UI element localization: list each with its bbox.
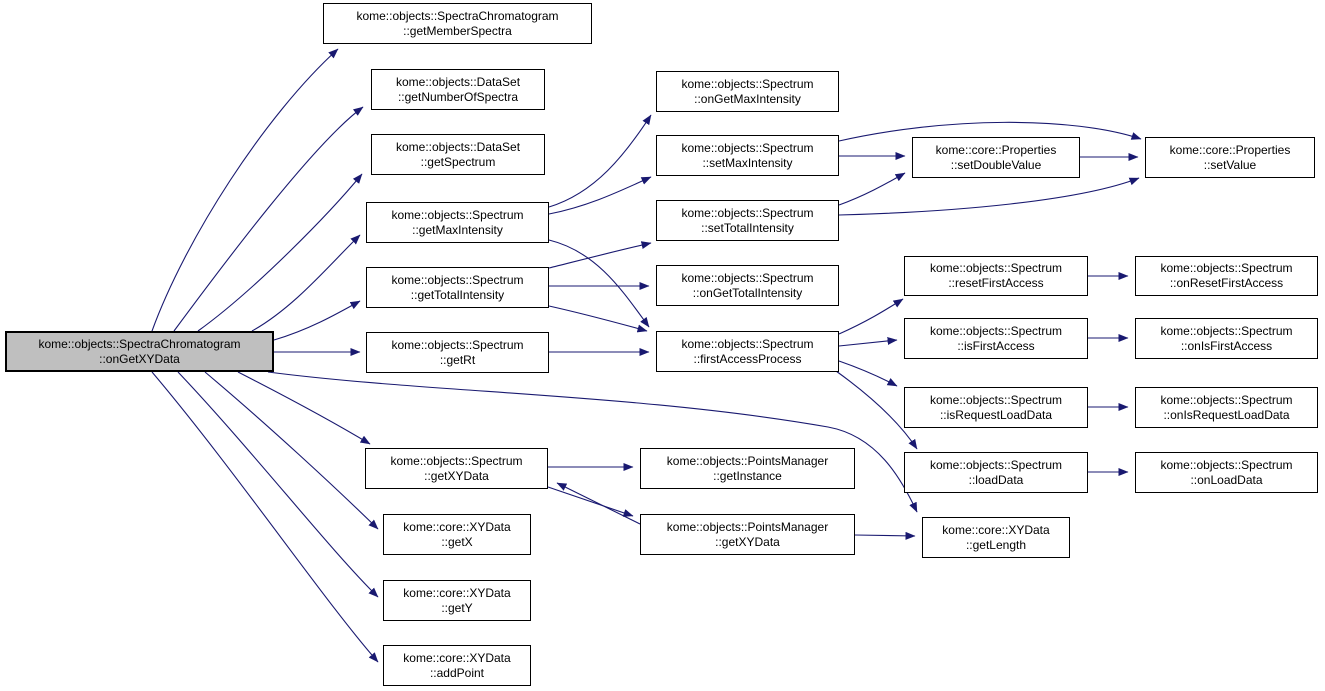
node-is-request-load-data[interactable]: kome::objects::Spectrum ::isRequestLoadD… <box>904 387 1088 428</box>
edge-root-to-get-x <box>204 371 379 530</box>
edge-pm-get-xy-data-to-get-length <box>854 531 916 540</box>
node-points-manager-get-xy-data[interactable]: kome::objects::PointsManager ::getXYData <box>640 514 855 555</box>
node-points-manager-get-instance[interactable]: kome::objects::PointsManager ::getInstan… <box>640 448 855 489</box>
node-xydata-add-point[interactable]: kome::core::XYData ::addPoint <box>383 645 531 686</box>
edge-set-total-intensity-to-set-double-value <box>838 172 906 206</box>
edge-get-max-intensity-to-set-max-intensity <box>548 176 652 215</box>
edge-get-max-intensity-to-on-get-max-intensity <box>548 114 652 208</box>
edge-root-to-get-length <box>267 371 918 513</box>
node-get-number-of-spectra[interactable]: kome::objects::DataSet ::getNumberOfSpec… <box>371 69 545 110</box>
node-get-rt[interactable]: kome::objects::Spectrum ::getRt <box>366 332 549 373</box>
edge-first-access-process-to-reset-first-access <box>838 298 904 335</box>
node-get-member-spectra[interactable]: kome::objects::SpectraChromatogram ::get… <box>323 3 592 44</box>
edge-get-total-intensity-to-set-total-intensity <box>548 241 652 269</box>
edge-root-to-get-total-intensity <box>273 300 361 341</box>
node-first-access-process[interactable]: kome::objects::Spectrum ::firstAccessPro… <box>656 331 839 372</box>
edge-root-to-get-member-spectra <box>151 48 339 332</box>
node-on-get-max-intensity[interactable]: kome::objects::Spectrum ::onGetMaxIntens… <box>656 71 839 112</box>
node-xydata-get-x[interactable]: kome::core::XYData ::getX <box>383 514 531 555</box>
node-set-total-intensity[interactable]: kome::objects::Spectrum ::setTotalIntens… <box>656 200 839 241</box>
edge-set-max-intensity-to-set-value <box>838 121 1142 142</box>
node-on-load-data[interactable]: kome::objects::Spectrum ::onLoadData <box>1135 452 1318 493</box>
edge-get-total-intensity-to-first-access-process <box>548 305 648 333</box>
edge-root-to-spectrum-get-xy-data <box>237 371 371 445</box>
node-set-value[interactable]: kome::core::Properties ::setValue <box>1145 137 1315 178</box>
node-on-is-request-load-data[interactable]: kome::objects::Spectrum ::onIsRequestLoa… <box>1135 387 1318 428</box>
node-on-is-first-access[interactable]: kome::objects::Spectrum ::onIsFirstAcces… <box>1135 318 1318 359</box>
node-xydata-get-length[interactable]: kome::core::XYData ::getLength <box>922 517 1070 558</box>
edge-first-access-process-to-is-request-load-data <box>838 360 898 387</box>
node-load-data[interactable]: kome::objects::Spectrum ::loadData <box>904 452 1088 493</box>
edge-spectrum-get-xy-data-to-pm-get-xy-data <box>547 486 634 517</box>
node-on-get-xy-data[interactable]: kome::objects::SpectraChromatogram ::onG… <box>5 331 274 372</box>
edge-root-to-get-y <box>177 371 379 598</box>
node-get-max-intensity[interactable]: kome::objects::Spectrum ::getMaxIntensit… <box>366 202 549 243</box>
node-get-spectrum[interactable]: kome::objects::DataSet ::getSpectrum <box>371 134 545 175</box>
edge-root-to-get-spectrum <box>197 173 363 332</box>
node-spectrum-get-xy-data[interactable]: kome::objects::Spectrum ::getXYData <box>365 448 548 489</box>
edge-first-access-process-to-is-first-access <box>838 336 898 347</box>
edge-pm-get-xy-data-to-spectrum-get-xy-data <box>556 482 641 525</box>
node-is-first-access[interactable]: kome::objects::Spectrum ::isFirstAccess <box>904 318 1088 359</box>
edge-root-to-add-point <box>151 371 379 663</box>
node-get-total-intensity[interactable]: kome::objects::Spectrum ::getTotalIntens… <box>366 267 549 308</box>
node-set-double-value[interactable]: kome::core::Properties ::setDoubleValue <box>912 137 1080 178</box>
edge-root-to-get-max-intensity <box>251 234 361 332</box>
node-reset-first-access[interactable]: kome::objects::Spectrum ::resetFirstAcce… <box>904 256 1088 296</box>
edge-set-total-intensity-to-set-value <box>838 177 1140 216</box>
node-set-max-intensity[interactable]: kome::objects::Spectrum ::setMaxIntensit… <box>656 135 839 176</box>
node-on-get-total-intensity[interactable]: kome::objects::Spectrum ::onGetTotalInte… <box>656 265 839 306</box>
edge-get-max-intensity-to-first-access-process <box>548 239 650 328</box>
node-xydata-get-y[interactable]: kome::core::XYData ::getY <box>383 580 531 621</box>
edge-first-access-process-to-load-data <box>835 370 918 450</box>
edge-root-to-get-number-of-spectra <box>173 106 364 332</box>
node-on-reset-first-access[interactable]: kome::objects::Spectrum ::onResetFirstAc… <box>1135 256 1318 296</box>
